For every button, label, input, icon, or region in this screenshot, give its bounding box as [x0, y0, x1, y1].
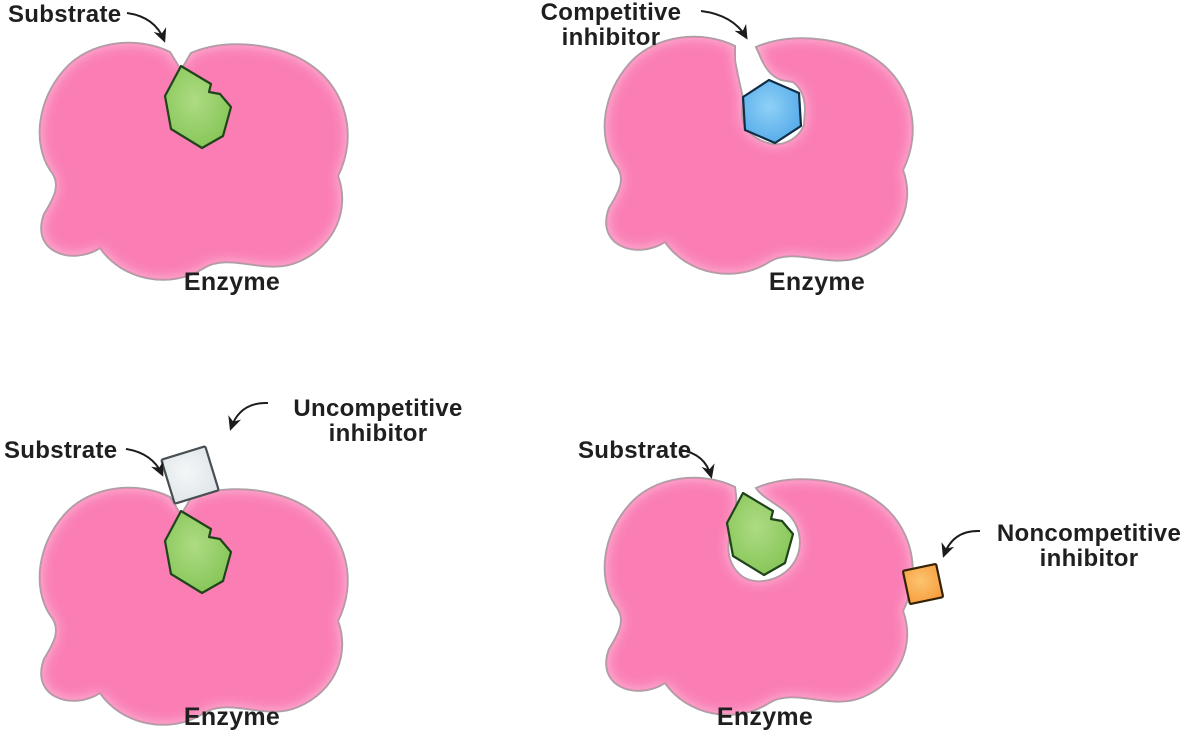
competitive-inhibitor-shape [741, 78, 803, 145]
substrate-label: Substrate [578, 437, 691, 464]
competitive-inhibitor-arrow [700, 10, 748, 40]
noncompetitive-inhibitor-label-line1: Noncompetitive [997, 520, 1181, 547]
noncompetitive-inhibitor-label-line2: inhibitor [1040, 545, 1139, 572]
panel-uncompetitive-inhibitor: Substrate Uncompetitive inhibitor Enzyme [4, 395, 462, 731]
panel-substrate-binding: Substrate Enzyme [8, 1, 349, 296]
uncompetitive-inhibitor-label-line2: inhibitor [329, 420, 428, 447]
uncompetitive-inhibitor-shape [160, 445, 220, 505]
competitive-inhibitor-label-line2: inhibitor [562, 24, 661, 51]
substrate-label: Substrate [4, 437, 117, 464]
substrate-arrow [680, 449, 715, 479]
panel-competitive-inhibitor: Competitive inhibitor Enzyme [541, 0, 914, 296]
substrate-arrow [126, 12, 167, 43]
noncompetitive-inhibitor-arrow [941, 529, 981, 558]
enzyme-blob-core [604, 36, 913, 274]
substrate-arrow [125, 448, 164, 477]
enzyme-label: Enzyme [769, 268, 865, 296]
uncompetitive-inhibitor-arrow [228, 401, 269, 431]
uncompetitive-inhibitor-label-line1: Uncompetitive [293, 395, 462, 422]
panel-noncompetitive-inhibitor: Substrate Noncompetitive inhibitor Enzym… [578, 437, 1181, 731]
enzyme-label: Enzyme [184, 703, 280, 731]
noncompetitive-inhibitor-shape [902, 563, 944, 605]
substrate-label: Substrate [8, 1, 121, 28]
competitive-inhibitor-label-line1: Competitive [541, 0, 682, 26]
enzyme-label: Enzyme [184, 268, 280, 296]
enzyme-label: Enzyme [717, 703, 813, 731]
